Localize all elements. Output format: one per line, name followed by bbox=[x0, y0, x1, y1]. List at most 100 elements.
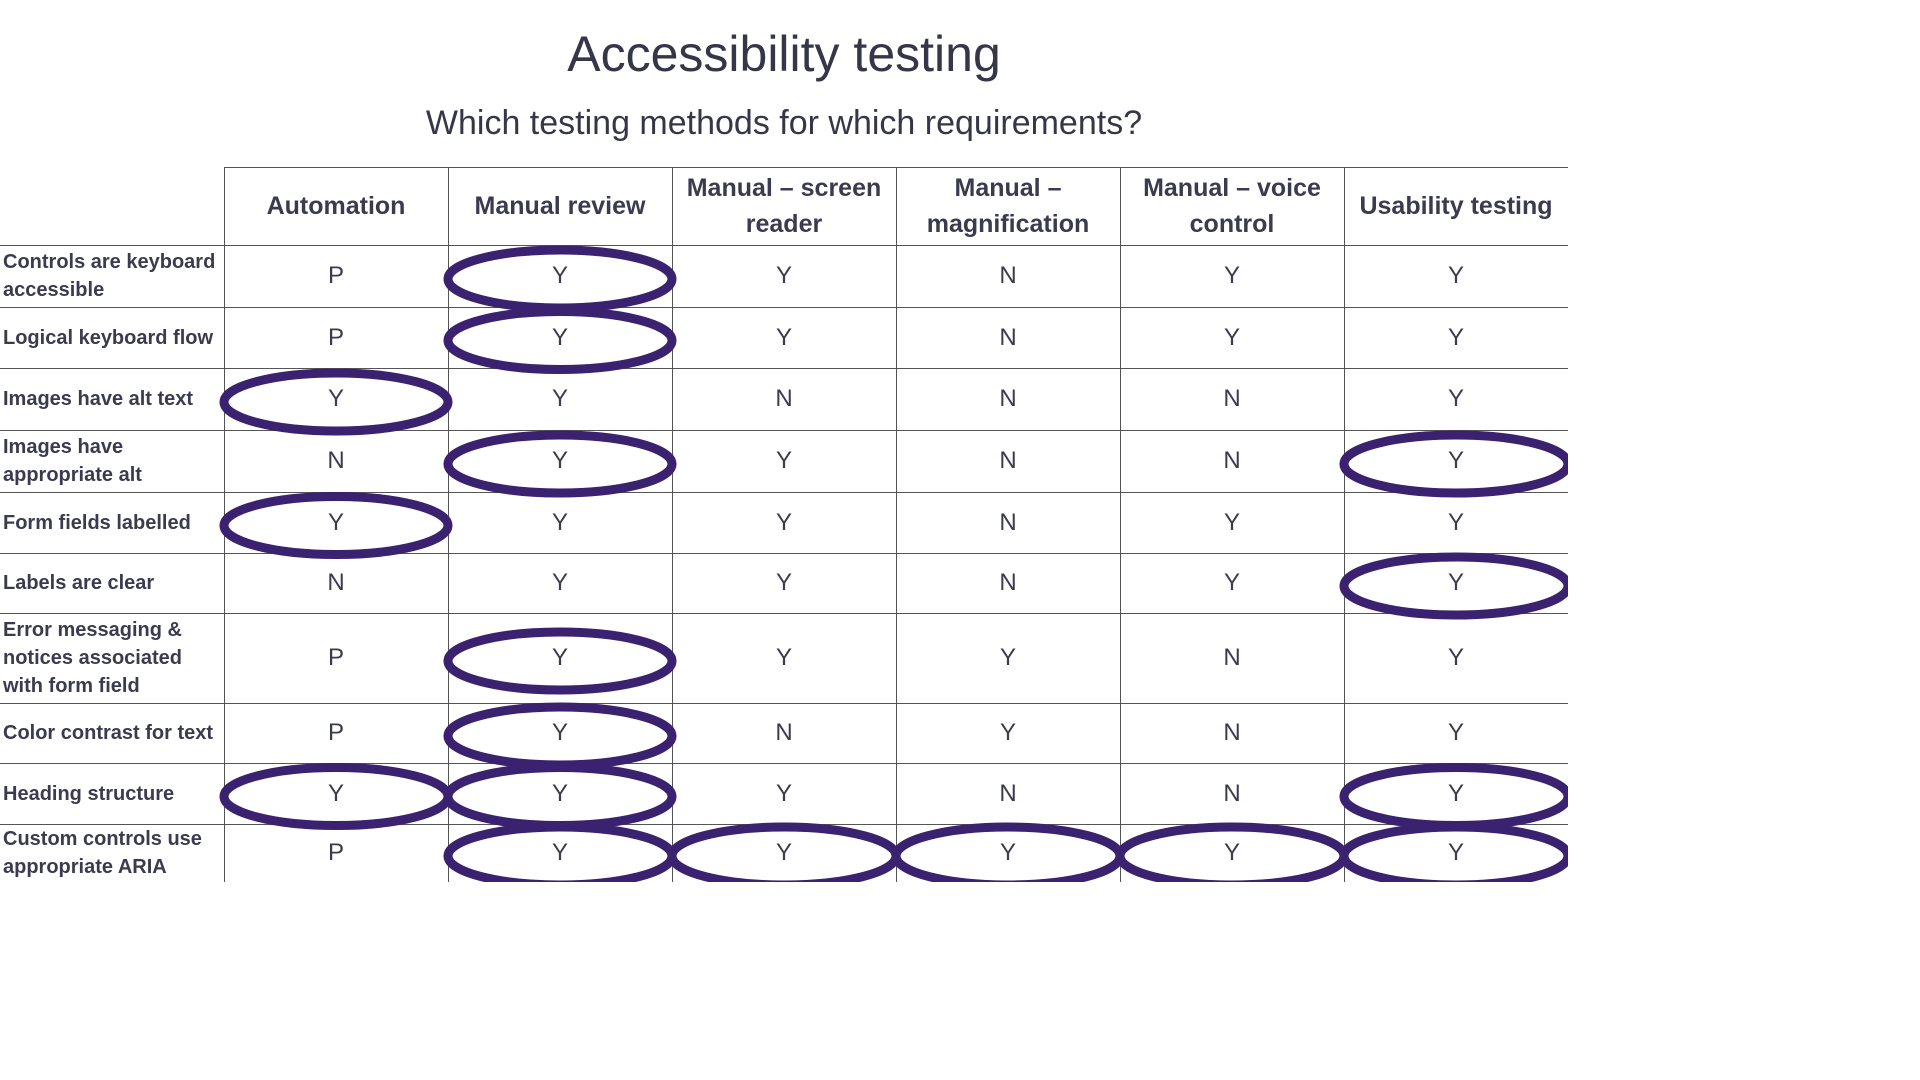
cell-value: P bbox=[327, 262, 344, 289]
column-header-label: Usability testing bbox=[1359, 192, 1553, 220]
cell-value: Y bbox=[327, 508, 344, 536]
requirement-label: Controls are keyboard accessible bbox=[3, 251, 216, 301]
value-cell: P bbox=[224, 307, 448, 368]
cell-value: Y bbox=[1447, 447, 1464, 474]
value-cell: Y bbox=[1344, 492, 1568, 553]
requirement-label: Error messaging & notices associated wit… bbox=[3, 619, 182, 697]
value-cell: Y bbox=[1120, 553, 1344, 613]
table-row-divider bbox=[0, 368, 1568, 369]
value-cell: N bbox=[1120, 703, 1344, 763]
cell-value: N bbox=[999, 323, 1017, 351]
value-cell: Y bbox=[1344, 824, 1568, 882]
value-cell: Y bbox=[448, 307, 672, 368]
cell-value: Y bbox=[1223, 262, 1240, 289]
value-cell: Y bbox=[224, 492, 448, 553]
requirement-label: Images have alt text bbox=[3, 388, 194, 410]
column-header: Usability testing bbox=[1344, 167, 1568, 245]
cell-value: N bbox=[1223, 779, 1241, 807]
cell-value: Y bbox=[1447, 839, 1464, 866]
column-header: Manual – voice control bbox=[1120, 167, 1344, 245]
row-label: Controls are keyboard accessible bbox=[0, 245, 224, 307]
cell-value: Y bbox=[775, 262, 792, 289]
value-cell: Y bbox=[672, 307, 896, 368]
value-cell: N bbox=[224, 430, 448, 492]
table-row-divider bbox=[0, 430, 1568, 431]
cell-value: N bbox=[1223, 447, 1241, 474]
table-column-divider bbox=[672, 167, 673, 882]
slide-subtitle: Which testing methods for which requirem… bbox=[425, 104, 1143, 142]
column-header: Manual – magnification bbox=[896, 167, 1120, 245]
row-label: Color contrast for text bbox=[0, 703, 224, 763]
cell-value: N bbox=[1223, 385, 1241, 412]
row-label: Custom controls use appropriate ARIA bbox=[0, 824, 224, 882]
table-row-divider bbox=[0, 703, 1568, 704]
value-cell: Y bbox=[672, 430, 896, 492]
cell-value: Y bbox=[327, 779, 344, 807]
cell-value: Y bbox=[1447, 644, 1464, 671]
column-header: Automation bbox=[224, 167, 448, 245]
table-row-divider bbox=[0, 763, 1568, 764]
value-cell: Y bbox=[672, 763, 896, 824]
cell-value: Y bbox=[551, 569, 568, 596]
cell-value: N bbox=[999, 508, 1017, 536]
value-cell: N bbox=[896, 245, 1120, 307]
column-header-label: Manual review bbox=[474, 192, 646, 220]
table-row-divider bbox=[0, 307, 1568, 308]
value-cell: Y bbox=[448, 613, 672, 703]
slide: Accessibility testing Which testing meth… bbox=[0, 26, 1568, 882]
cell-value: Y bbox=[775, 569, 792, 596]
column-header: Manual review bbox=[448, 167, 672, 245]
value-cell: Y bbox=[1344, 430, 1568, 492]
cell-value: N bbox=[1223, 719, 1241, 746]
value-cell: P bbox=[224, 613, 448, 703]
cell-value: Y bbox=[551, 779, 568, 807]
value-cell: Y bbox=[448, 703, 672, 763]
value-cell: N bbox=[896, 553, 1120, 613]
table-row-divider bbox=[0, 553, 1568, 554]
cell-value: Y bbox=[551, 719, 568, 746]
value-cell: Y bbox=[448, 430, 672, 492]
value-cell: Y bbox=[672, 245, 896, 307]
value-cell: Y bbox=[1120, 245, 1344, 307]
row-label: Images have appropriate alt bbox=[0, 430, 224, 492]
cell-value: Y bbox=[1223, 508, 1240, 536]
cell-value: Y bbox=[1223, 323, 1240, 351]
cell-value: Y bbox=[775, 447, 792, 474]
column-header-label: Manual – voice control bbox=[1143, 174, 1321, 238]
table-row-divider bbox=[0, 492, 1568, 493]
cell-value: Y bbox=[551, 385, 568, 412]
cell-value: Y bbox=[775, 508, 792, 536]
cell-value: Y bbox=[1447, 385, 1464, 412]
requirement-label: Logical keyboard flow bbox=[3, 326, 214, 349]
cell-value: Y bbox=[551, 508, 568, 536]
value-cell: Y bbox=[672, 492, 896, 553]
value-cell: Y bbox=[224, 763, 448, 824]
row-label: Labels are clear bbox=[0, 553, 224, 613]
value-cell: N bbox=[672, 368, 896, 430]
value-cell: Y bbox=[1344, 763, 1568, 824]
value-cell: N bbox=[896, 492, 1120, 553]
value-cell: Y bbox=[672, 553, 896, 613]
cell-value: Y bbox=[775, 839, 792, 866]
value-cell: Y bbox=[1120, 492, 1344, 553]
table-row-divider bbox=[0, 613, 1568, 614]
column-header: Manual – screen reader bbox=[672, 167, 896, 245]
cell-value: N bbox=[1223, 644, 1241, 671]
cell-value: Y bbox=[775, 644, 792, 671]
cell-value: Y bbox=[551, 839, 568, 866]
value-cell: Y bbox=[896, 703, 1120, 763]
value-cell: N bbox=[1120, 430, 1344, 492]
cell-value: Y bbox=[775, 779, 792, 807]
value-cell: Y bbox=[448, 763, 672, 824]
value-cell: Y bbox=[448, 824, 672, 882]
value-cell: N bbox=[1120, 763, 1344, 824]
cell-value: Y bbox=[551, 644, 568, 671]
value-cell: Y bbox=[1120, 307, 1344, 368]
value-cell: N bbox=[672, 703, 896, 763]
cell-value: Y bbox=[551, 447, 568, 474]
cell-value: Y bbox=[551, 323, 568, 351]
value-cell: P bbox=[224, 824, 448, 882]
cell-value: Y bbox=[327, 385, 344, 412]
value-cell: N bbox=[1120, 368, 1344, 430]
cell-value: Y bbox=[1447, 779, 1464, 807]
